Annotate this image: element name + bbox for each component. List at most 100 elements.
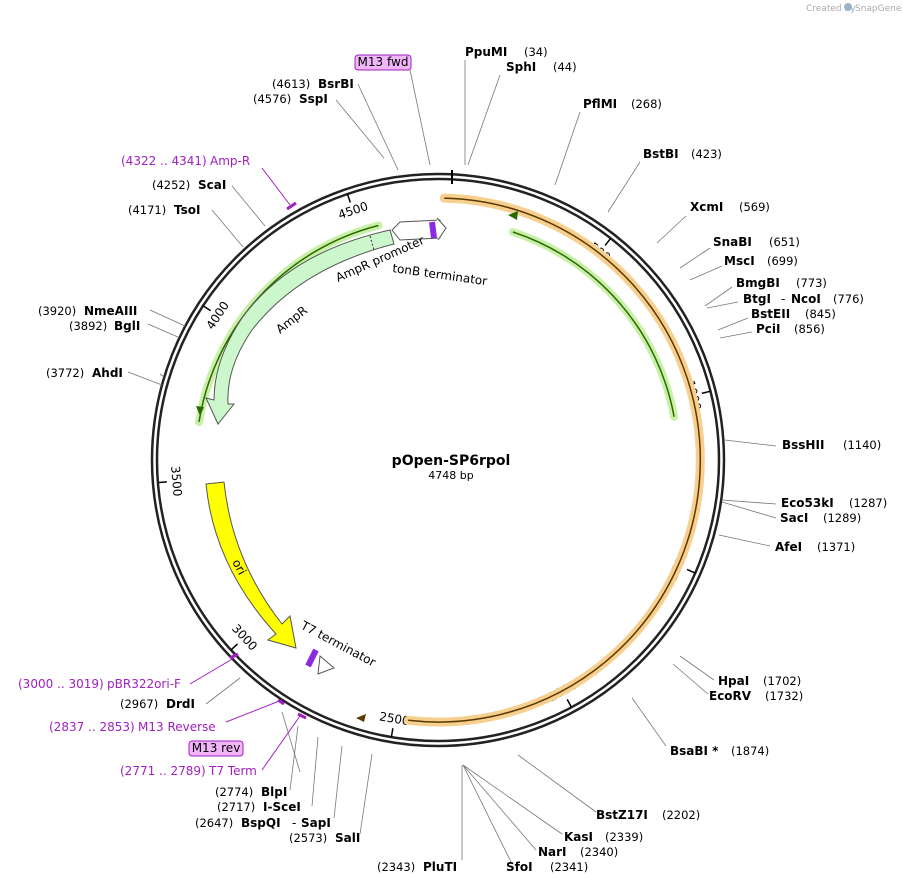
site-blpi-name: BlpI [261, 785, 287, 799]
snapgene-logo-icon [844, 3, 853, 11]
primer-ampr-range: (4322 .. 4341) [121, 154, 207, 168]
site-sspi-name: SspI [299, 92, 328, 106]
site-bsshii-name: BssHII [782, 438, 824, 452]
site-msci-pos: (699) [767, 254, 798, 268]
site-bsabi-name: BsaBI * [670, 744, 719, 758]
plasmid-length: 4748 bp [428, 469, 473, 482]
tick-mark-500 [604, 237, 612, 246]
primer-ampr-name: Amp-R [210, 154, 250, 168]
ampr-label: AmpR [273, 303, 310, 336]
m13-fwd-label: M13 fwd [358, 55, 409, 69]
site-scai-pos: (4252) [152, 178, 190, 192]
site-btgi-pos: (776) [833, 292, 864, 306]
site-bspqi-name: BspQI [241, 816, 281, 830]
site-sspi-pos: (4576) [253, 92, 291, 106]
site-bsteii-name: BstEII [751, 307, 790, 321]
tick-mark-3000 [230, 643, 239, 651]
site-ecorv-pos: (1732) [765, 689, 803, 703]
site-bstbi-pos: (423) [691, 147, 722, 161]
site-bspqi-sep: - [292, 816, 296, 830]
site-bstz17i-pos: (2202) [662, 808, 700, 822]
primer-m13reverse-name: M13 Reverse [138, 720, 216, 734]
site-bstz17i-name: BstZ17I [596, 808, 648, 822]
site-saci-name: SacI [780, 511, 808, 525]
ori-feature-arrow [205, 481, 297, 649]
site-nari-name: NarI [538, 845, 567, 859]
primer-labels: (4322 .. 4341) Amp-R (3000 .. 3019) pBR3… [18, 154, 257, 778]
tick-mark-4500 [346, 193, 352, 203]
site-ahdi-pos: (3772) [46, 366, 84, 380]
site-ahdi-name: AhdI [92, 366, 123, 380]
site-sfoi-pos: (2341) [550, 860, 588, 874]
ampr-feature-arrow [205, 229, 395, 425]
site-pflmi-pos: (268) [631, 97, 662, 111]
site-tsoi-pos: (4171) [128, 203, 166, 217]
site-snabi-name: SnaBI [713, 235, 752, 249]
site-kasi-pos: (2339) [605, 830, 643, 844]
site-tsoi-name: TsoI [174, 203, 200, 217]
green-arc-left-arrowhead [196, 406, 204, 416]
site-pluti-name: PluTI [423, 860, 457, 874]
site-sphi-pos: (44) [553, 60, 577, 74]
green-arc-right-arrowhead [508, 211, 518, 220]
primer-t7term-name: T7 Term [208, 764, 257, 778]
primer-m13reverse-range: (2837 .. 2853) [49, 720, 135, 734]
t7-terminator-mark [305, 648, 319, 668]
green-orf-arc-right-line [512, 231, 675, 417]
site-iscei-pos: (2717) [217, 800, 255, 814]
tick-mark-1500 [686, 568, 696, 574]
site-bsteii-pos: (845) [805, 307, 836, 321]
site-sali-name: SalI [335, 831, 360, 845]
site-sali-pos: (2573) [289, 831, 327, 845]
site-ecorv-name: EcoRV [709, 689, 752, 703]
tonb-terminator-label: tonB terminator [392, 261, 489, 288]
orf-arrowhead [356, 714, 366, 722]
site-nmeaiii-pos: (3920) [38, 304, 76, 318]
site-sapi-name: SapI [301, 816, 331, 830]
site-afei-name: AfeI [775, 540, 802, 554]
plasmid-name: pOpen-SP6rpol [392, 453, 511, 469]
site-bmgbi-pos: (773) [796, 276, 827, 290]
tonb-terminator-mark [429, 221, 437, 239]
tick-label-4500: 4500 [336, 199, 369, 222]
tick-mark-1000 [701, 390, 711, 395]
site-xcmi-name: XcmI [690, 200, 723, 214]
site-ncoi-name: NcoI [791, 292, 821, 306]
site-ppumi-name: PpuMI [465, 45, 507, 59]
site-bgli-name: BglI [114, 319, 140, 333]
site-eco53ki-name: Eco53kI [781, 496, 834, 510]
ampr-promoter-divider [369, 235, 375, 251]
credit-brand: SnapGene [855, 4, 902, 14]
tick-mark-2000 [566, 699, 573, 708]
site-labels: PpuMI (34) SphI (44) PflMI (268) BstBI (… [38, 45, 887, 874]
site-afei-pos: (1371) [817, 540, 855, 554]
site-btgi-name: BtgI [743, 292, 771, 306]
site-snabi-pos: (651) [769, 235, 800, 249]
tick-mark-4000 [202, 305, 212, 312]
ori-label: ori [229, 557, 249, 577]
tick-label-2500: 2500 [378, 709, 410, 728]
site-bgli-pos: (3892) [69, 319, 107, 333]
site-sfoi-name: SfoI [506, 860, 533, 874]
site-saci-pos: (1289) [823, 511, 861, 525]
m13-rev-label: M13 rev [192, 741, 241, 755]
backbone-inner-circle [155, 177, 721, 743]
site-iscei-name: I-SceI [263, 800, 301, 814]
site-ppumi-pos: (34) [524, 45, 548, 59]
site-drdi-name: DrdI [166, 697, 195, 711]
tick-label-4000: 4000 [203, 299, 231, 332]
site-blpi-pos: (2774) [215, 785, 253, 799]
site-bsrbi-pos: (4613) [272, 77, 310, 91]
site-nmeaiii-name: NmeAIII [84, 304, 137, 318]
primer-marks [229, 201, 307, 720]
site-pcii-pos: (856) [794, 322, 825, 336]
primer-t7term-range: (2771 .. 2789) [120, 764, 206, 778]
site-btgi-sep: - [781, 292, 785, 306]
tick-mark-2500 [390, 728, 394, 738]
green-orf-arc-right-highlight [508, 228, 679, 421]
site-sphi-name: SphI [506, 60, 536, 74]
site-msci-name: MscI [724, 254, 755, 268]
t7-terminator-arrow [317, 655, 335, 675]
m13-fwd-box [354, 54, 412, 71]
